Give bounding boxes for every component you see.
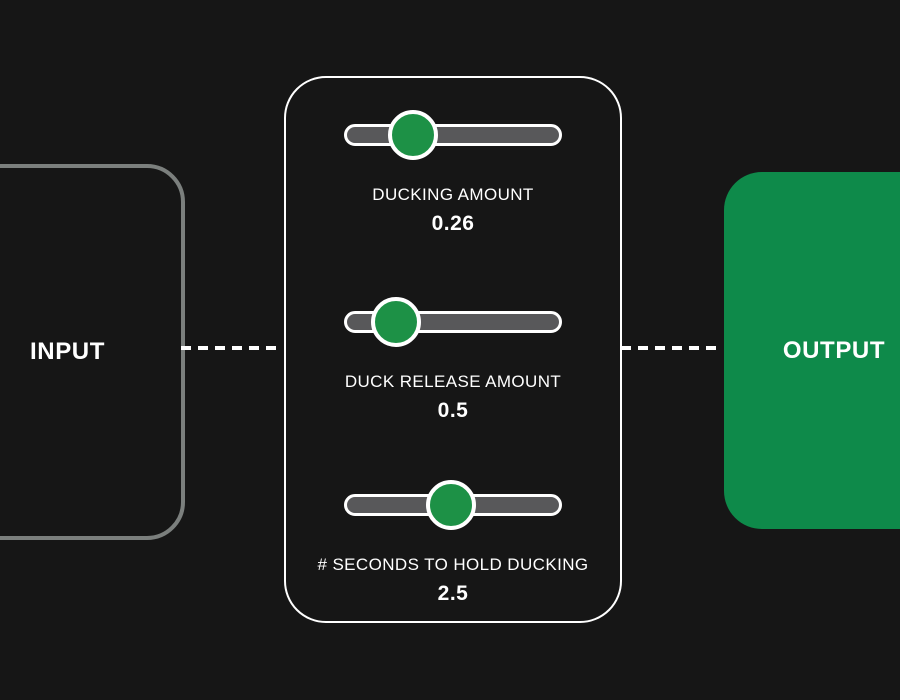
ducking-amount-slider-track[interactable] — [344, 110, 562, 160]
controls-panel: DUCKING AMOUNT 0.26 DUCK RELEASE AMOUNT … — [284, 76, 622, 623]
input-node: INPUT — [0, 164, 185, 540]
output-node-label: OUTPUT — [782, 336, 886, 364]
duck-release-amount-slider-track[interactable] — [344, 297, 562, 347]
slider-group-duck-release-amount: DUCK RELEASE AMOUNT 0.5 — [286, 297, 620, 424]
slider-row — [286, 110, 620, 160]
seconds-to-hold-ducking-label: # SECONDS TO HOLD DUCKING — [317, 555, 589, 574]
ducking-amount-slider-thumb[interactable] — [387, 110, 438, 160]
slider-group-ducking-amount: DUCKING AMOUNT 0.26 — [286, 110, 620, 237]
slider-group-seconds-to-hold-ducking: # SECONDS TO HOLD DUCKING 2.5 — [286, 480, 620, 607]
connector-input-to-panel — [181, 346, 281, 350]
ducking-amount-label: DUCKING AMOUNT — [372, 185, 534, 204]
input-node-label: INPUT — [30, 338, 105, 365]
duck-release-amount-slider-thumb[interactable] — [370, 297, 421, 347]
slider-row — [286, 297, 620, 347]
output-node: OUTPUT — [724, 172, 900, 529]
ducking-amount-value: 0.26 — [431, 212, 475, 236]
seconds-to-hold-ducking-value: 2.5 — [437, 582, 469, 606]
duck-release-amount-value: 0.5 — [437, 399, 469, 423]
connector-panel-to-output — [621, 346, 721, 350]
slider-row — [286, 480, 620, 530]
duck-release-amount-label: DUCK RELEASE AMOUNT — [344, 372, 562, 391]
seconds-to-hold-ducking-slider-thumb[interactable] — [425, 480, 476, 530]
seconds-to-hold-ducking-slider-track[interactable] — [344, 480, 562, 530]
